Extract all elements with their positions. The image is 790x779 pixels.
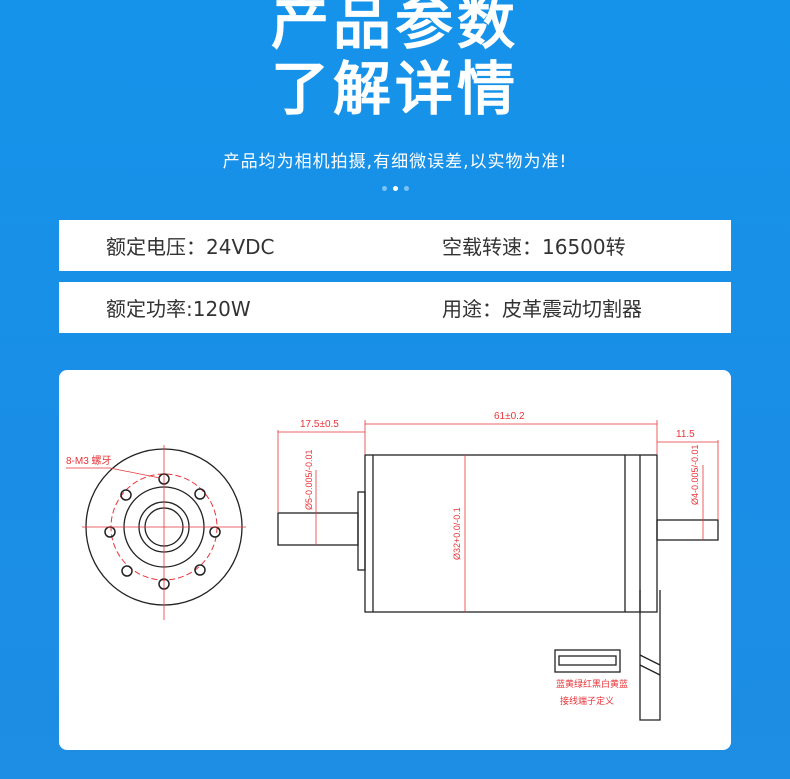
dim-shaft-dia: Ø5-0.005/-0.01 — [304, 449, 314, 510]
terminal-caption: 接线端子定义 — [560, 695, 614, 706]
page-subtitle-heading: 了解详情 — [270, 55, 519, 123]
dim-body-length: 61±0.2 — [494, 411, 525, 422]
wire-colors: 蓝黄绿红黑白黄蓝 — [556, 678, 628, 689]
spec-row: 额定电压：24VDC 空载转速：16500转 — [59, 220, 731, 271]
carousel-dot-active[interactable] — [392, 186, 398, 191]
dimension-lines — [277, 420, 719, 612]
spec-rated-voltage: 额定电压：24VDC — [106, 235, 275, 259]
spec-row: 额定功率:120W 用途：皮革震动切割器 — [59, 282, 731, 333]
carousel-dot[interactable] — [381, 186, 387, 191]
motor-side-view — [277, 454, 719, 721]
spec-no-load-speed: 空载转速：16500转 — [442, 235, 626, 259]
technical-drawing-card: 8-M3 螺牙 17.5±0.5 61±0.2 — [59, 370, 731, 750]
disclaimer-text: 产品均为相机拍摄,有细微误差,以实物为准! — [222, 152, 568, 172]
carousel-dots — [0, 186, 790, 191]
dim-body-dia: Ø32+0.0/-0.1 — [452, 507, 462, 560]
flange-label: 8-M3 螺牙 — [66, 455, 112, 467]
page-title: 产品参数 — [270, 0, 519, 57]
flange-front-view — [66, 445, 246, 620]
carousel-dot[interactable] — [403, 186, 409, 191]
motor-technical-drawing: 8-M3 螺牙 17.5±0.5 61±0.2 — [66, 411, 719, 721]
dim-rear-dia: Ø4-0.005/-0.01 — [690, 444, 700, 505]
spec-usage: 用途：皮革震动切割器 — [442, 297, 642, 321]
dim-shaft-length: 17.5±0.5 — [300, 419, 339, 430]
dim-rear-shaft: 11.5 — [676, 429, 695, 440]
spec-rated-power: 额定功率:120W — [106, 297, 251, 321]
